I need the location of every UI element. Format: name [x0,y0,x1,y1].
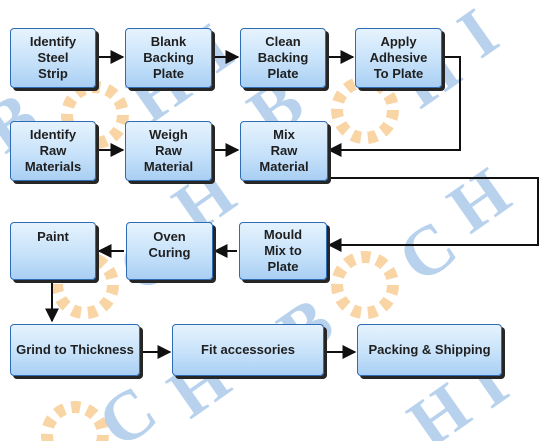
step-paint: Paint [10,222,96,280]
step-mix-raw-material: Mix Raw Material [240,121,328,181]
gear-icon [61,81,129,149]
step-label: Paint [37,229,69,244]
step-label: Mix Raw Material [259,127,309,174]
gear-icon [41,401,109,441]
arrow-adhesive-to-mix [327,56,461,157]
arrow-mix-to-mould [327,177,539,252]
step-blank-backing-plate: Blank Backing Plate [125,28,212,88]
step-label: Grind to Thickness [16,342,134,357]
step-label: Blank Backing Plate [143,34,194,81]
step-mould-mix-to-plate: Mould Mix to Plate [239,222,327,280]
step-label: Packing & Shipping [368,342,491,357]
step-label: Identify Raw Materials [24,127,82,174]
step-identify-raw-materials: Identify Raw Materials [10,121,96,181]
step-apply-adhesive: Apply Adhesive To Plate [355,28,442,88]
step-fit-accessories: Fit accessories [172,324,324,376]
step-label: Mould Mix to Plate [263,227,303,274]
step-packing-shipping: Packing & Shipping [357,324,502,376]
step-weigh-raw-material: Weigh Raw Material [125,121,212,181]
step-label: Fit accessories [201,342,295,357]
step-label: Apply Adhesive To Plate [369,34,428,81]
gear-icon [331,251,399,319]
step-label: Identify Steel Strip [29,34,77,81]
step-label: Clean Backing Plate [257,34,309,81]
step-oven-curing: Oven Curing [126,222,213,280]
step-grind-to-thickness: Grind to Thickness [10,324,140,376]
step-label: Oven Curing [148,229,191,260]
step-label: Weigh Raw Material [143,127,194,174]
step-identify-steel-strip: Identify Steel Strip [10,28,96,88]
step-clean-backing-plate: Clean Backing Plate [240,28,326,88]
